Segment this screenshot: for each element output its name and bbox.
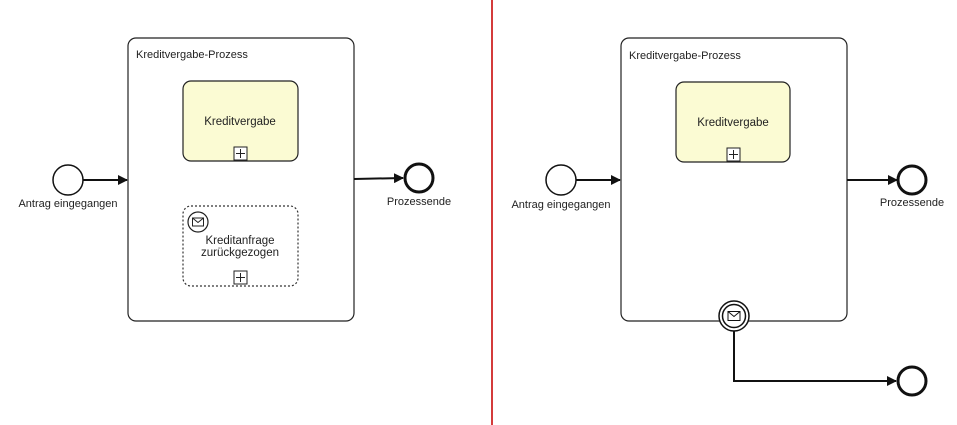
right-start-label: Antrag eingegangen [511,199,610,211]
left-diagram: Antrag eingegangen Kreditvergabe-Prozess… [18,37,451,322]
left-task-label: Kreditvergabe [204,116,276,128]
left-end-event[interactable] [403,162,435,194]
right-boundary-message-event[interactable] [718,300,750,332]
left-event-subprocess-label-line2: zurückgezogen [201,247,279,259]
right-exception-flow[interactable] [733,331,897,386]
right-end-event[interactable] [896,164,928,196]
right-task-label: Kreditvergabe [697,117,769,129]
left-subprocess-title: Kreditvergabe-Prozess [136,49,248,61]
left-flow-end[interactable] [353,173,404,184]
right-task-expand-marker-icon[interactable] [726,147,741,162]
right-subprocess[interactable] [620,37,848,322]
left-start-label: Antrag eingegangen [18,198,117,210]
left-event-subprocess-start-event[interactable] [187,211,209,233]
left-event-subprocess-expand-marker-icon[interactable] [233,270,248,285]
envelope-icon [192,217,204,227]
right-exception-end-event[interactable] [896,365,928,397]
right-end-label: Prozessende [880,197,944,209]
left-start-event[interactable] [52,164,84,196]
right-start-event[interactable] [545,164,577,196]
left-task-expand-marker-icon[interactable] [233,146,248,161]
left-event-subprocess-label-line1: Kreditanfrage [205,235,274,247]
envelope-icon [727,311,741,321]
left-task-kreditvergabe[interactable] [182,80,299,162]
right-subprocess-title: Kreditvergabe-Prozess [629,50,741,62]
left-end-label: Prozessende [387,196,451,208]
right-diagram: Antrag eingegangen Kreditvergabe-Prozess… [511,37,944,397]
left-event-subprocess[interactable] [182,205,299,287]
right-task-kreditvergabe[interactable] [675,81,791,163]
